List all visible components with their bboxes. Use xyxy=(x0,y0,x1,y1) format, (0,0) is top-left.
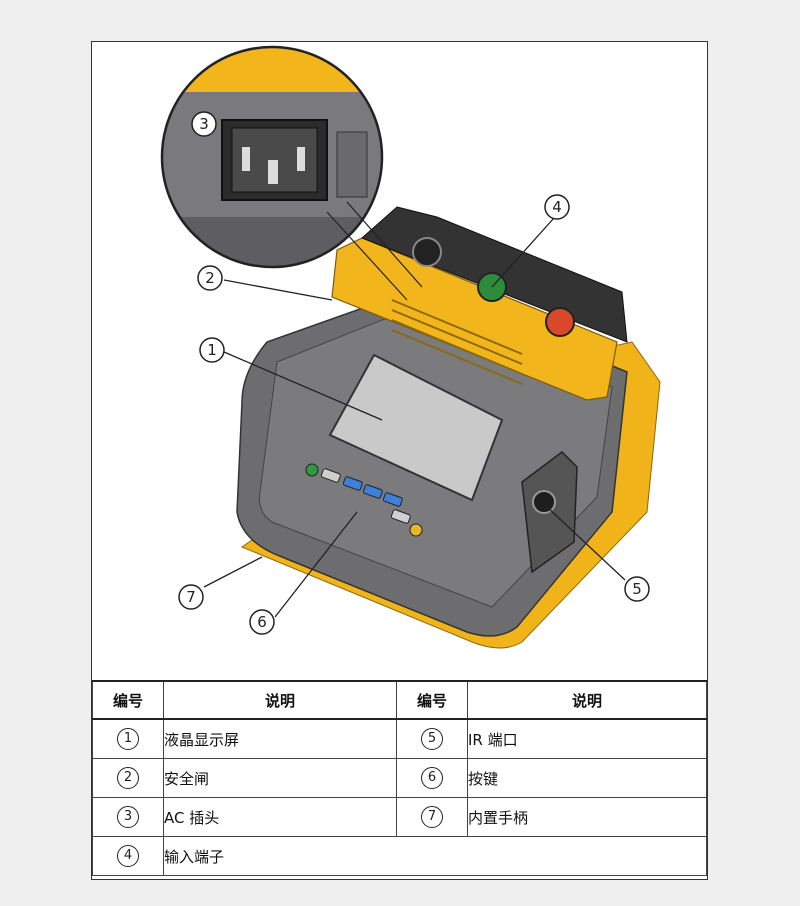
item-number: 7 xyxy=(421,806,443,828)
key-1 xyxy=(320,468,341,483)
terminal-black xyxy=(412,237,442,267)
keypad[interactable] xyxy=(305,463,423,537)
test-key xyxy=(409,523,423,537)
table-header-row: 编号 说明 编号 说明 xyxy=(92,680,707,720)
device-illustration: 1 2 3 4 5 6 7 xyxy=(160,45,661,649)
col-header-description-2: 说明 xyxy=(467,680,707,720)
item-description: 内置手柄 xyxy=(467,797,707,837)
callout-3: 3 xyxy=(191,111,217,137)
svg-text:6: 6 xyxy=(257,613,267,631)
table-row: 3 AC 插头 7 内置手柄 xyxy=(92,797,707,837)
svg-text:3: 3 xyxy=(199,115,209,133)
col-header-description-1: 说明 xyxy=(163,680,397,720)
callout-5: 5 xyxy=(624,576,650,602)
key-2 xyxy=(342,476,363,491)
item-description: AC 插头 xyxy=(163,797,397,837)
item-number: 5 xyxy=(421,728,443,750)
table-row: 4 输入端子 xyxy=(92,836,707,876)
item-description: 输入端子 xyxy=(163,836,707,876)
parts-legend-table: 编号 说明 编号 说明 1 液晶显示屏 5 IR 端口 2 安全闸 6 按键 3… xyxy=(92,680,707,876)
svg-text:5: 5 xyxy=(632,580,642,598)
svg-text:1: 1 xyxy=(207,341,217,359)
col-header-number-1: 编号 xyxy=(92,680,164,720)
item-number: 2 xyxy=(117,767,139,789)
lcd-screen xyxy=(328,353,504,502)
callout-4: 4 xyxy=(544,194,570,220)
key-3 xyxy=(362,484,383,499)
table-row: 1 液晶显示屏 5 IR 端口 xyxy=(92,718,707,759)
col-header-number-2: 编号 xyxy=(396,680,468,720)
figure-frame: 1 2 3 4 5 6 7 编号 说明 xyxy=(91,41,708,880)
callout-7: 7 xyxy=(178,584,204,610)
item-description: 按键 xyxy=(467,758,707,798)
item-description: 液晶显示屏 xyxy=(163,718,397,759)
callout-2: 2 xyxy=(197,265,223,291)
svg-text:2: 2 xyxy=(205,269,215,287)
svg-text:7: 7 xyxy=(186,588,196,606)
table-row: 2 安全闸 6 按键 xyxy=(92,758,707,798)
item-number: 4 xyxy=(117,845,139,867)
item-number: 6 xyxy=(421,767,443,789)
terminal-red xyxy=(545,307,575,337)
item-number: 3 xyxy=(117,806,139,828)
key-4 xyxy=(382,492,403,507)
callout-6: 6 xyxy=(249,609,275,635)
power-key xyxy=(305,463,319,477)
shutter-vents xyxy=(391,299,523,385)
item-number: 1 xyxy=(117,728,139,750)
inset-border xyxy=(160,45,384,269)
ir-port xyxy=(532,490,556,514)
key-5 xyxy=(390,509,411,524)
item-description: 安全闸 xyxy=(163,758,397,798)
callout-1: 1 xyxy=(199,337,225,363)
item-description: IR 端口 xyxy=(467,718,707,759)
svg-text:4: 4 xyxy=(552,198,562,216)
